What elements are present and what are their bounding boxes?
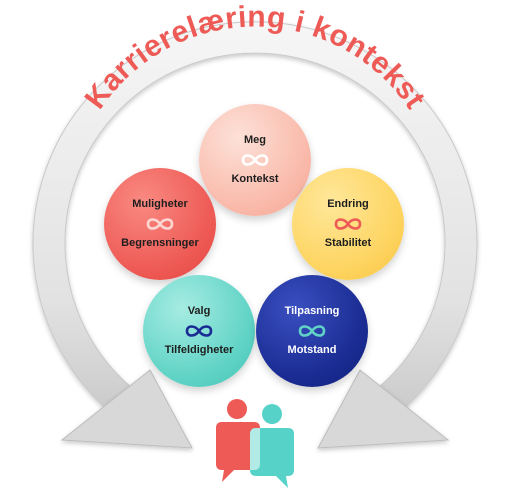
circle-top-label: Muligheter (132, 198, 188, 210)
people-speech-icon (216, 399, 294, 488)
circle-bottom-label: Begrensninger (121, 237, 199, 249)
circle-top-label: Tilpasning (284, 305, 340, 317)
circle-tilpasning: Tilpasning Motstand (256, 275, 368, 387)
circle-bottom-label: Motstand (287, 344, 337, 356)
circle-endring: Endring Stabilitet (292, 168, 404, 280)
circle-top-label: Endring (327, 198, 369, 210)
circle-muligheter: Muligheter Begrensninger (104, 168, 216, 280)
circle-meg: Meg Kontekst (199, 104, 311, 216)
circle-top-label: Meg (244, 134, 266, 146)
circle-valg: Valg Tilfeldigheter (143, 275, 255, 387)
infinity-icon (185, 325, 213, 337)
infinity-icon (146, 218, 174, 230)
infinity-icon (334, 218, 362, 230)
infinity-icon (241, 154, 269, 166)
circle-bottom-label: Stabilitet (324, 237, 372, 249)
circle-top-label: Valg (187, 305, 211, 317)
circle-bottom-label: Kontekst (231, 173, 279, 185)
arrowhead-right (317, 369, 450, 449)
infinity-icon (298, 325, 326, 337)
circle-bottom-label: Tilfeldigheter (164, 344, 234, 356)
arrowhead-left (60, 369, 193, 449)
